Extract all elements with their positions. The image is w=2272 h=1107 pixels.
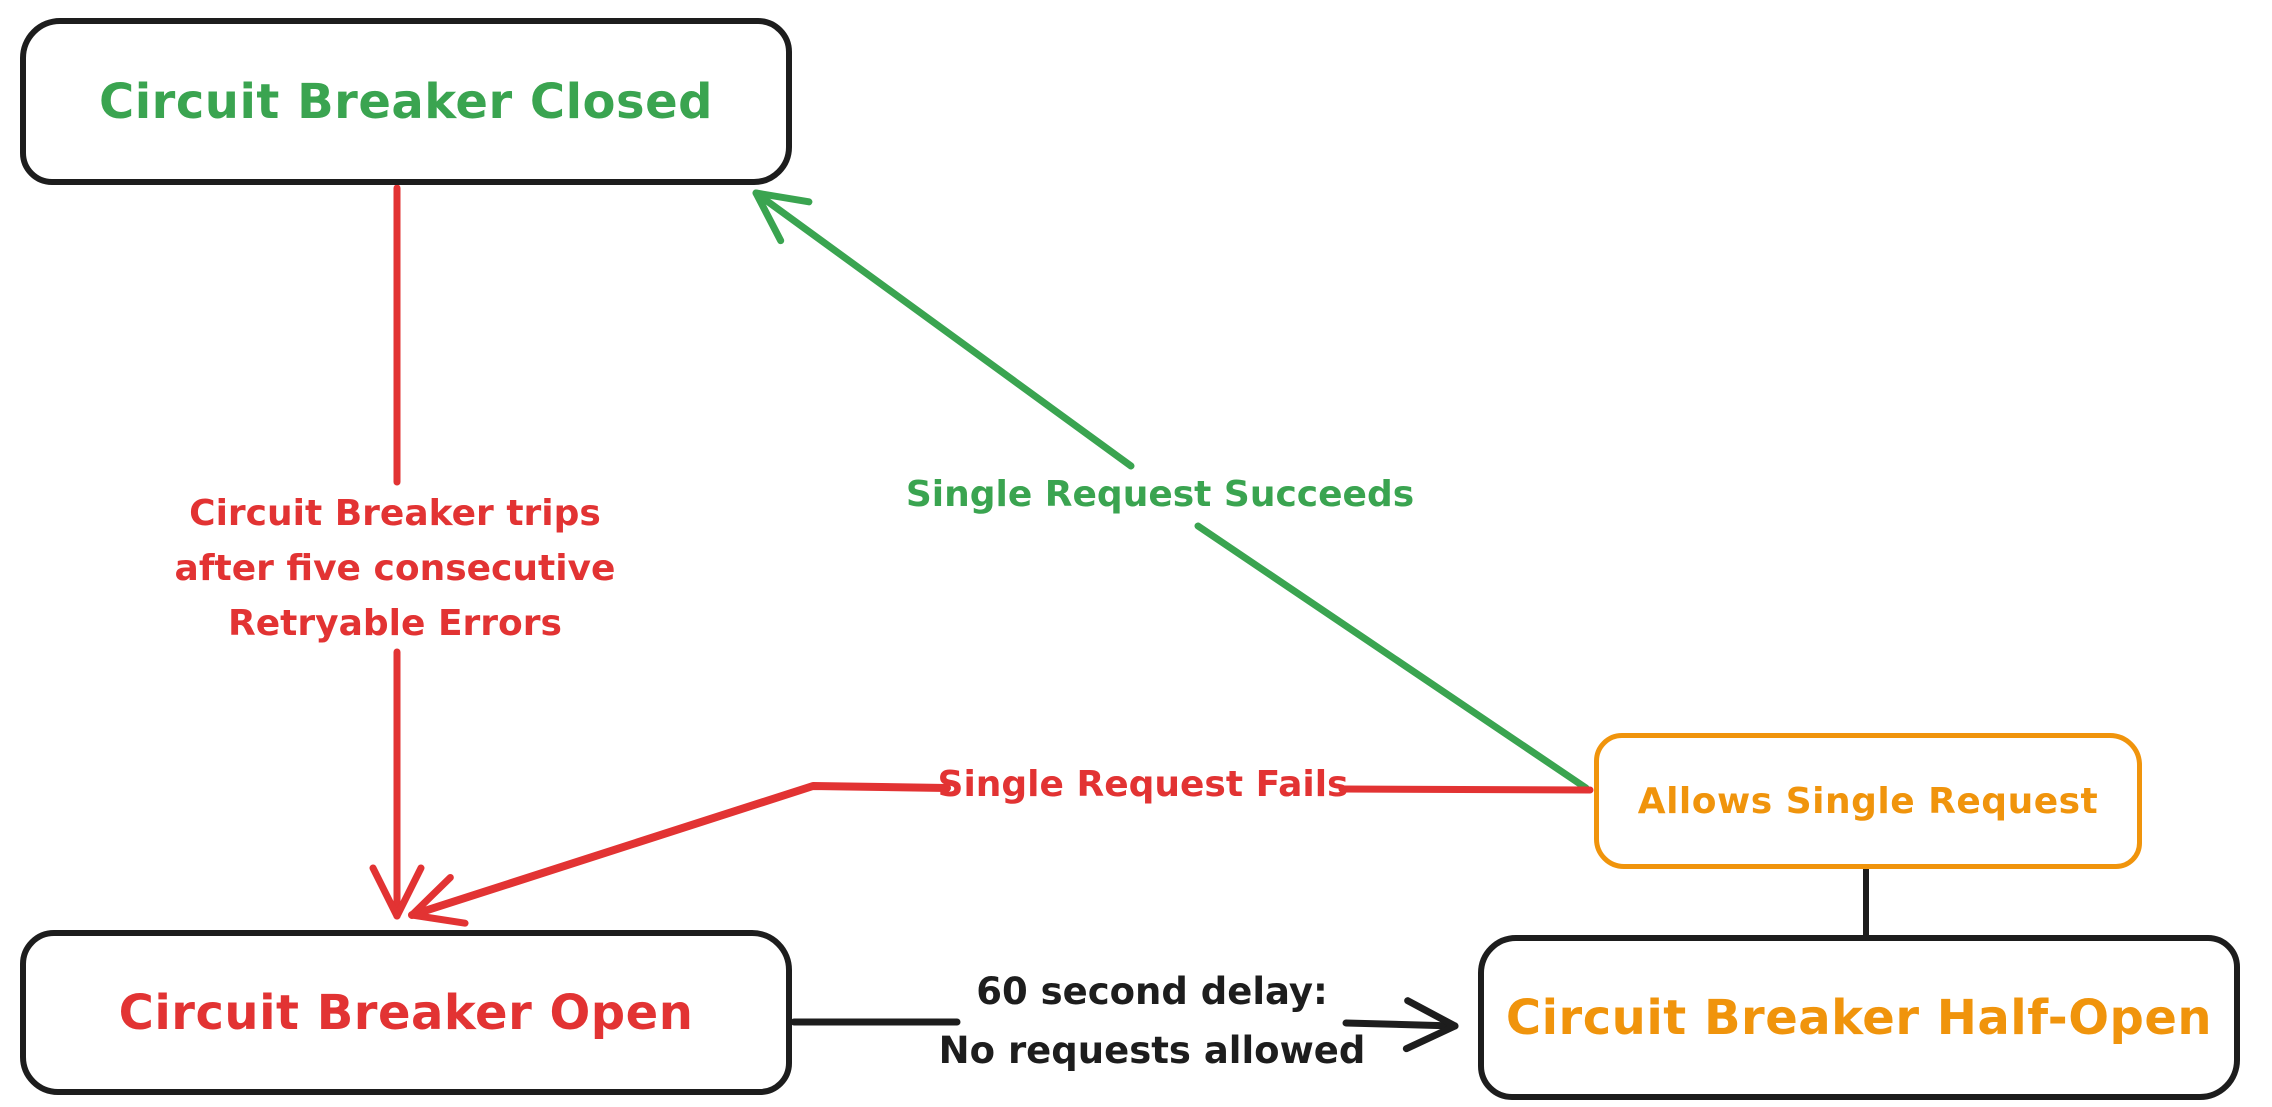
edge-succeeds-segment-upper bbox=[752, 189, 1135, 470]
node-circuit-breaker-closed: Circuit Breaker Closed bbox=[20, 18, 792, 185]
node-allows-single-request-label: Allows Single Request bbox=[1637, 780, 2099, 822]
edge-succeeds-segment-lower bbox=[1194, 522, 1590, 792]
edge-fails-label: Single Request Fails bbox=[937, 764, 1349, 805]
node-circuit-breaker-closed-label: Circuit Breaker Closed bbox=[99, 73, 713, 130]
edge-trips-label: Circuit Breaker trips after five consecu… bbox=[174, 493, 616, 644]
edge-fails-segment-right bbox=[1338, 785, 1594, 794]
node-circuit-breaker-half-open-label: Circuit Breaker Half-Open bbox=[1505, 989, 2213, 1046]
node-circuit-breaker-open-label: Circuit Breaker Open bbox=[118, 984, 694, 1041]
node-allows-single-request: Allows Single Request bbox=[1594, 733, 2142, 869]
edge-delay-label: 60 second delay: No requests allowed bbox=[938, 970, 1366, 1072]
edge-delay-segment-right bbox=[1342, 997, 1459, 1053]
node-circuit-breaker-open: Circuit Breaker Open bbox=[20, 930, 792, 1095]
edge-succeeds-label: Single Request Succeeds bbox=[905, 474, 1415, 515]
edge-fails-segment-left bbox=[408, 782, 951, 927]
node-circuit-breaker-half-open: Circuit Breaker Half-Open bbox=[1478, 935, 2240, 1100]
